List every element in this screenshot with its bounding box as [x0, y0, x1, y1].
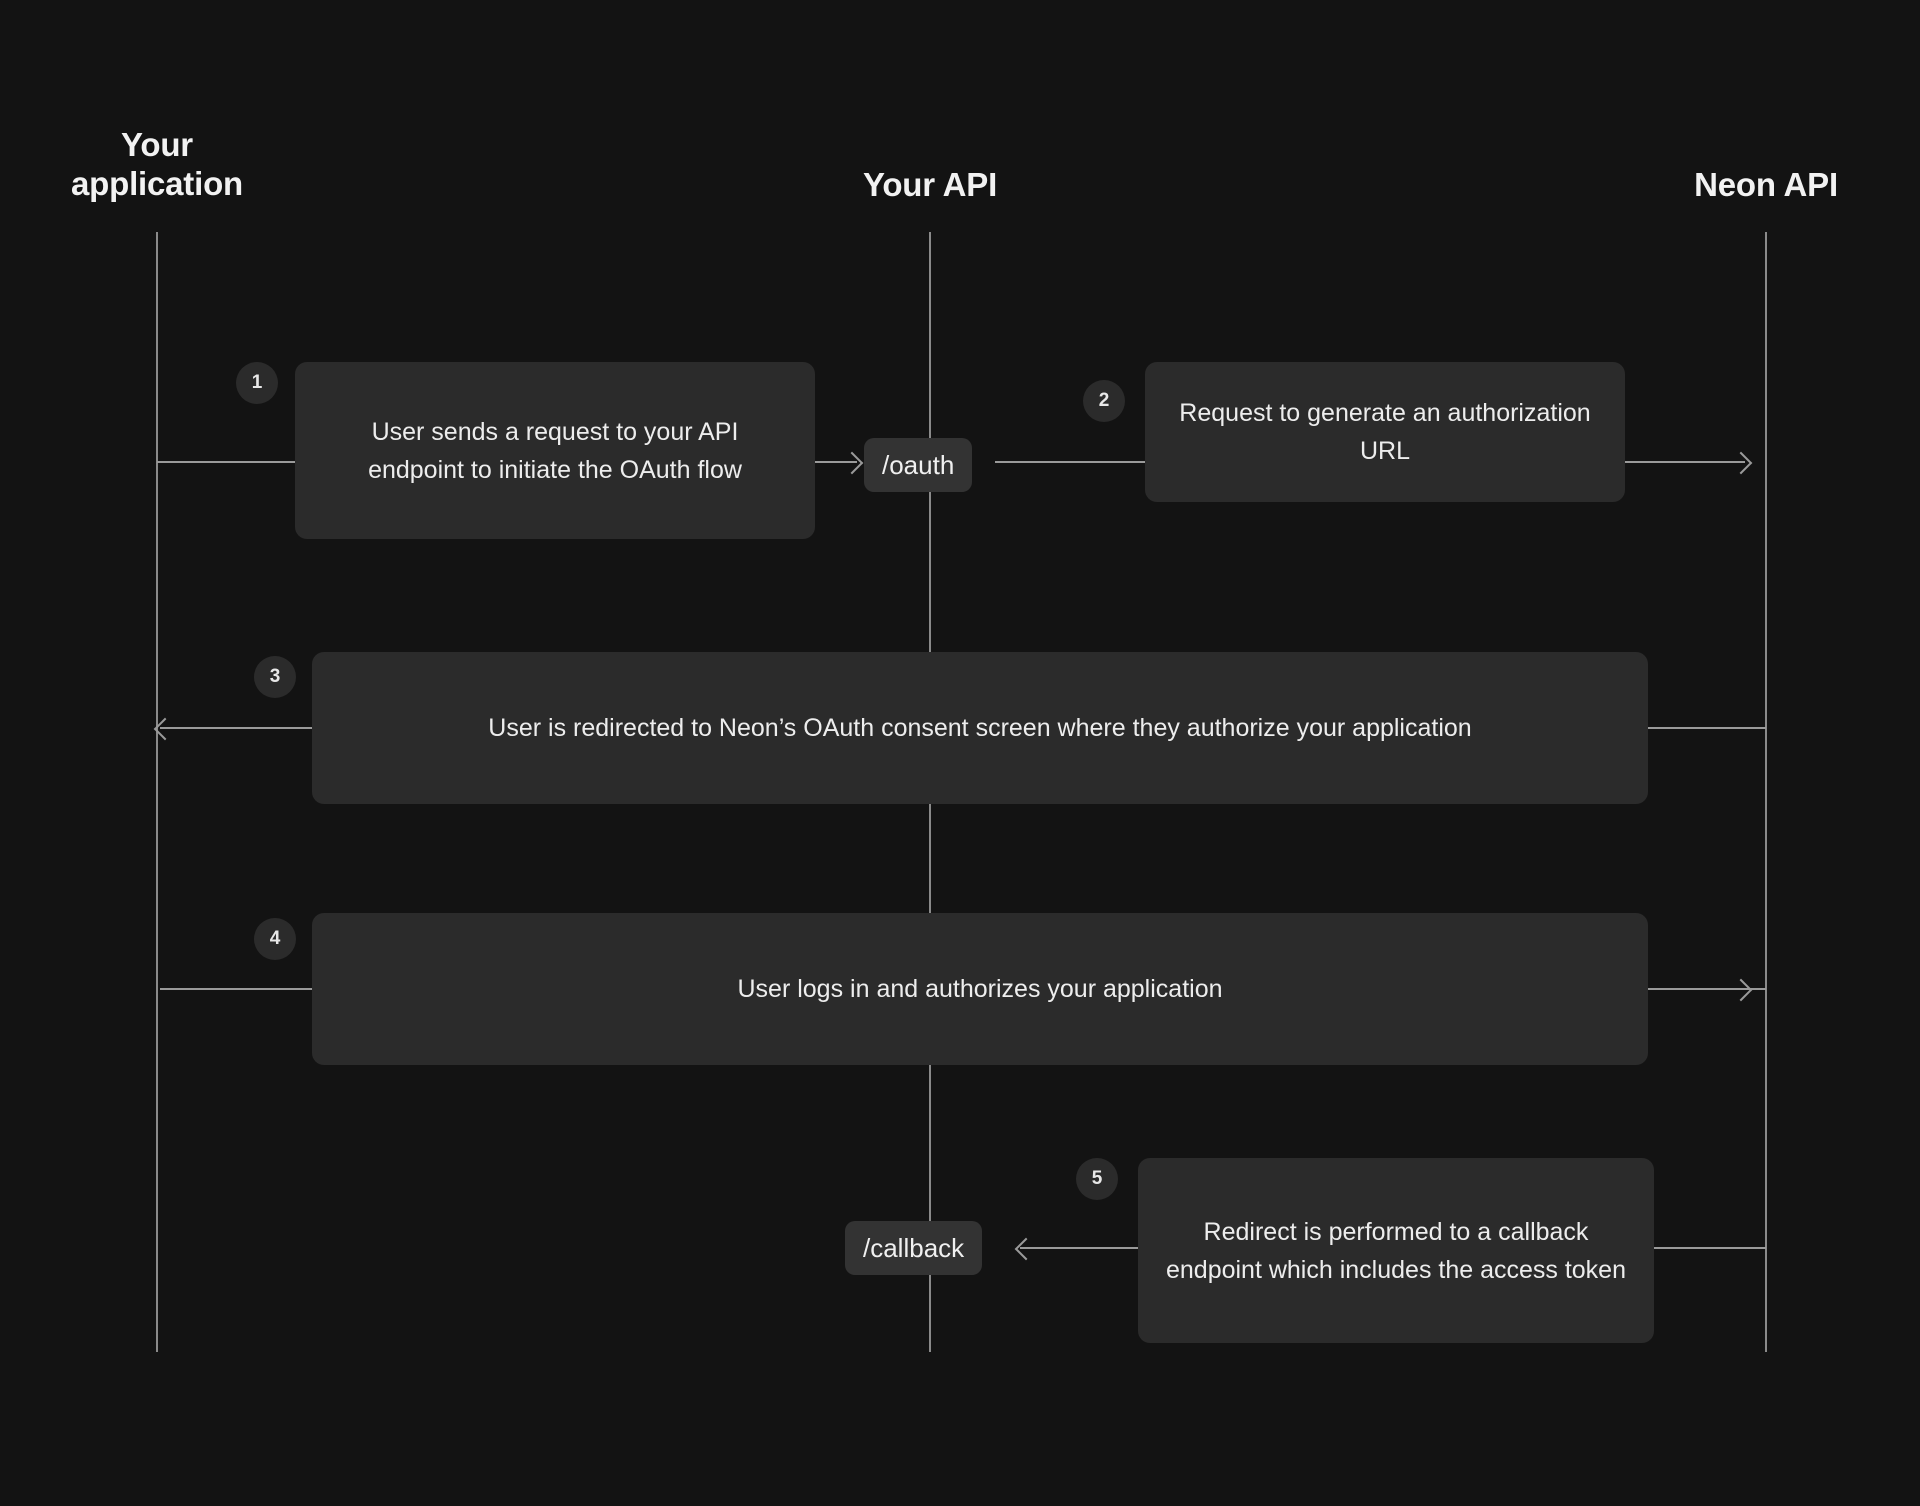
step-badge-4: 4: [254, 918, 296, 960]
oauth-endpoint-pill[interactable]: /oauth: [864, 438, 973, 492]
connector-step-5-right: [1654, 1247, 1766, 1249]
connector-step-3-left: [160, 727, 312, 729]
step-card-3: User is redirected to Neon’s OAuth conse…: [312, 652, 1648, 804]
step-badge-3: 3: [254, 656, 296, 698]
arrowhead-step-2-right: [1729, 451, 1753, 475]
callback-endpoint-pill[interactable]: /callback: [845, 1221, 983, 1275]
step-badge-5: 5: [1076, 1158, 1118, 1200]
lifeline-your-application: [156, 232, 158, 1352]
step-card-5: Redirect is performed to a callback endp…: [1138, 1158, 1654, 1343]
connector-step-4-left: [160, 988, 312, 990]
step-badge-2: 2: [1083, 380, 1125, 422]
arrowhead-step-1-right: [840, 451, 864, 475]
step-card-4: User logs in and authorizes your applica…: [312, 913, 1648, 1065]
arrowhead-step-4-right: [1729, 978, 1753, 1002]
connector-step-4-right: [1648, 988, 1766, 990]
connector-step-5-left: [1020, 1247, 1138, 1249]
step-card-1: User sends a request to your API endpoin…: [295, 362, 815, 539]
connector-step-2-right: [1625, 461, 1745, 463]
step-card-3-text: User is redirected to Neon’s OAuth conse…: [488, 714, 1472, 742]
lane-title-neon-api: Neon API: [1694, 166, 1838, 203]
step-badge-1: 1: [236, 362, 278, 404]
step-card-5-text: Redirect is performed to a callback endp…: [1165, 1217, 1626, 1284]
step-card-2: Request to generate an authorization URL: [1145, 362, 1625, 502]
step-card-1-text: User sends a request to your API endpoin…: [368, 417, 742, 484]
connector-step-3-right: [1648, 727, 1766, 729]
lane-title-your-application: Your application: [71, 126, 243, 202]
step-card-4-text: User logs in and authorizes your applica…: [737, 975, 1223, 1003]
lane-title-your-api: Your API: [862, 166, 998, 203]
arrowhead-step-5-left: [1014, 1237, 1038, 1261]
step-card-2-text: Request to generate an authorization URL: [1179, 399, 1591, 465]
connector-step-2-left: [995, 461, 1145, 463]
lifeline-neon-api: [1765, 232, 1767, 1352]
